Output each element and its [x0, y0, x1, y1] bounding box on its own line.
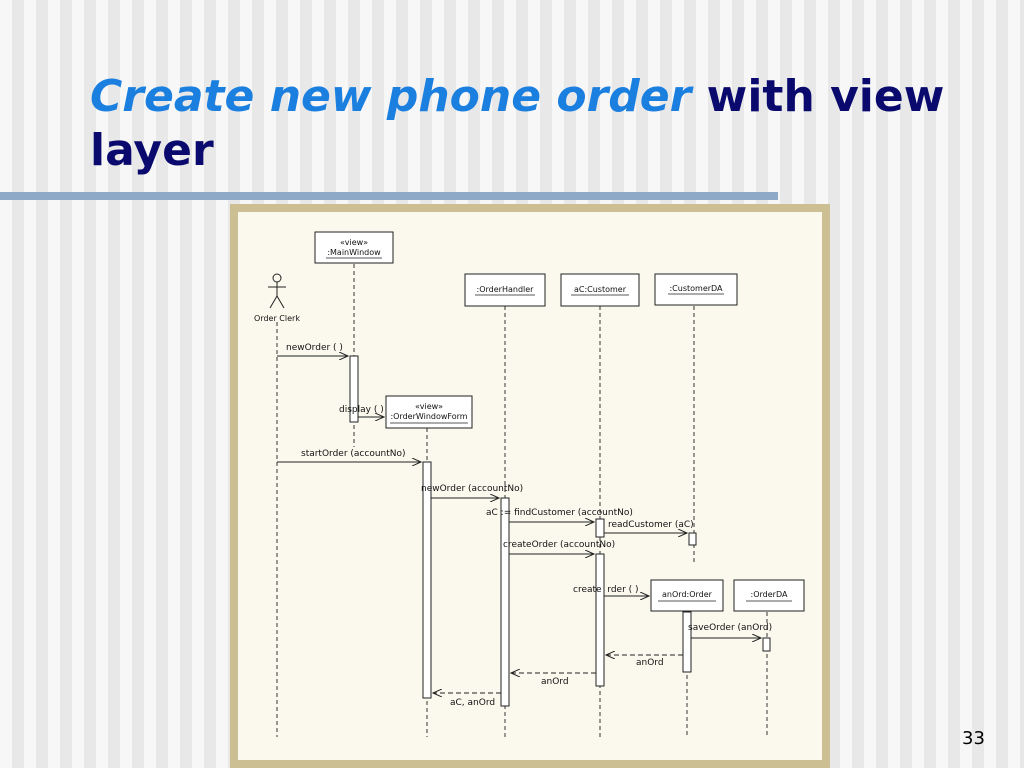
label-readcustomer: readCustomer (aC) [608, 520, 694, 530]
slide-title-rest: with view layer [90, 71, 945, 176]
actor-order-clerk [268, 273, 286, 309]
activation-customer-1 [595, 518, 605, 538]
object-orderwindowform-name: :OrderWindowForm [390, 412, 467, 421]
label-findcustomer: aC := findCustomer (accountNo) [486, 508, 633, 518]
activation-customer-2 [595, 553, 605, 687]
label-neworder: newOrder ( ) [286, 343, 343, 353]
actor-label: Order Clerk [254, 314, 300, 323]
object-orderwindowform: «view» :OrderWindowForm [385, 395, 473, 429]
object-mainwindow-stereotype: «view» [340, 238, 368, 247]
label-create-order: create rder ( ) [573, 585, 639, 595]
activation-mainwindow [349, 355, 359, 423]
object-order-name: anOrd:Order [662, 590, 713, 599]
label-neworder-accountno: newOrder (accountNo) [421, 484, 523, 494]
object-orderda: :OrderDA [733, 579, 805, 612]
object-orderhandler: :OrderHandler [464, 273, 546, 307]
label-createorder: createOrder (accountNo) [503, 540, 615, 550]
diagram-frame: Order Clerk «view» :MainWindow «view» :O… [230, 204, 830, 768]
activation-order [682, 611, 692, 673]
slide-title-accent: Create new phone order [90, 71, 692, 122]
object-mainwindow-name: :MainWindow [327, 248, 381, 257]
label-return-ac-anord: aC, anOrd [450, 698, 495, 708]
activation-orderwindowform [422, 461, 432, 699]
label-saveorder: saveOrder (anOrd) [688, 623, 772, 633]
activation-orderda [762, 637, 771, 652]
activation-orderhandler [500, 497, 510, 707]
object-orderwindowform-stereotype: «view» [415, 402, 443, 411]
object-customer: aC:Customer [560, 273, 640, 307]
slide-title: Create new phone order with view layer [90, 70, 990, 178]
object-order: anOrd:Order [650, 579, 724, 612]
diagram-panel: Order Clerk «view» :MainWindow «view» :O… [238, 212, 822, 760]
label-startorder: startOrder (accountNo) [301, 449, 406, 459]
label-return-anord-2: anOrd [541, 677, 569, 687]
object-customerda-name: :CustomerDA [669, 284, 723, 293]
object-customer-name: aC:Customer [574, 285, 627, 294]
label-display: display ( ) [339, 405, 384, 415]
page-number: 33 [962, 728, 985, 749]
object-mainwindow: «view» :MainWindow [314, 231, 394, 264]
label-return-anord-1: anOrd [636, 658, 664, 668]
activation-customerda [688, 532, 697, 546]
object-orderda-name: :OrderDA [751, 590, 788, 599]
actor-head-icon [272, 273, 282, 283]
object-customerda: :CustomerDA [654, 273, 738, 306]
object-orderhandler-name: :OrderHandler [477, 285, 535, 294]
sequence-diagram: Order Clerk «view» :MainWindow «view» :O… [254, 231, 805, 737]
title-divider [0, 192, 778, 200]
